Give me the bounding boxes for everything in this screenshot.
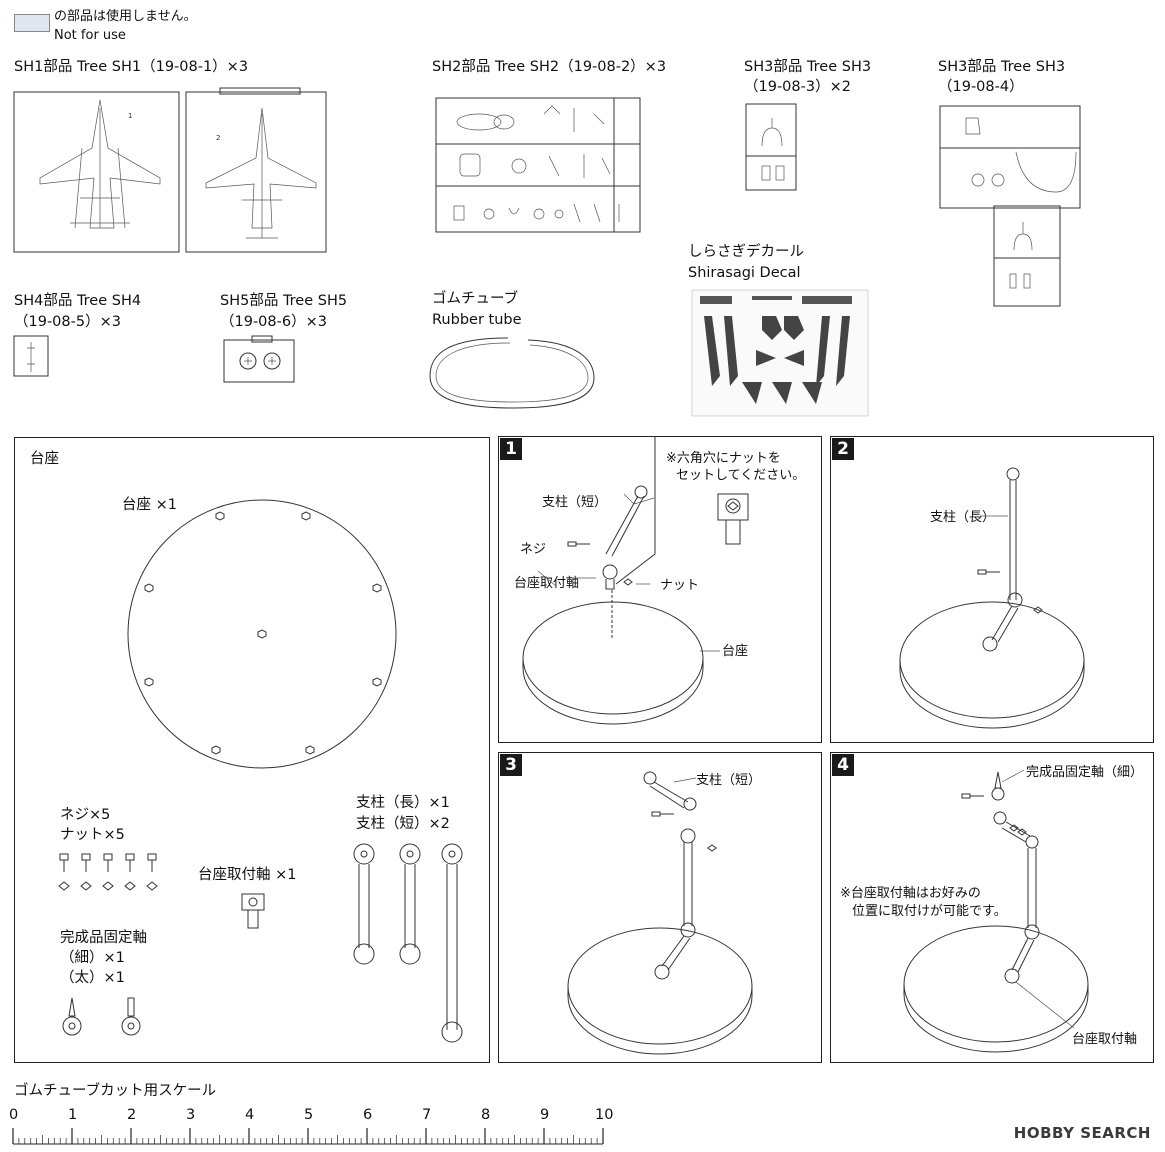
- base-parts-panel: [14, 437, 490, 1063]
- fix-shafts-drawing: [62, 997, 141, 1036]
- step-3-number: 3: [500, 754, 522, 776]
- scale-tick-label-8: 8: [481, 1107, 491, 1123]
- step-3-assembly: [567, 771, 753, 1055]
- step-2-number: 2: [832, 438, 854, 460]
- fix-thick-label: （太）×1: [60, 970, 125, 986]
- scale-tick-label-7: 7: [422, 1107, 432, 1123]
- decal-label-en: Shirasagi Decal: [688, 265, 801, 281]
- step-2-panel: [830, 436, 1154, 743]
- screws-nuts-drawing: [58, 853, 158, 891]
- not-for-use-swatch: [14, 14, 50, 32]
- step-1-nut-closeup: [717, 493, 749, 545]
- base-label: 台座 ×1: [122, 497, 177, 513]
- pillars-drawing: [353, 843, 463, 1043]
- decal-sheet-drawing: [691, 289, 869, 417]
- pillar-long-label: 支柱（長）×1: [356, 795, 450, 811]
- sh3a-sprue-drawing: [745, 103, 797, 191]
- step-4-fix-label: 完成品固定軸（細）: [1026, 765, 1144, 780]
- scale-tick-label-6: 6: [363, 1107, 373, 1123]
- tree-sh4-label-1: SH4部品 Tree SH4: [14, 293, 142, 309]
- step-2-pillar-label: 支柱（長）: [930, 510, 996, 525]
- tree-sh3b-label-2: （19-08-4）: [938, 79, 1024, 95]
- sh1-sprue-drawing: 1 2: [13, 87, 327, 253]
- scale-tick-label-10: 10: [595, 1107, 614, 1123]
- pillar-short-label: 支柱（短）×2: [356, 816, 450, 832]
- scale-tick-label-9: 9: [540, 1107, 550, 1123]
- scale-tick-label-4: 4: [245, 1107, 255, 1123]
- step-4-mount-label: 台座取付軸: [1072, 1032, 1138, 1047]
- step-1-panel: [498, 436, 822, 743]
- scale-tick-label-3: 3: [186, 1107, 196, 1123]
- step-1-note-2: セットしてください。: [676, 468, 806, 483]
- sh3b-sprue-drawing: [939, 105, 1081, 307]
- tree-sh2-label: SH2部品 Tree SH2（19-08-2）×3: [432, 59, 667, 75]
- svg-text:1: 1: [128, 112, 132, 120]
- fix-shaft-label: 完成品固定軸: [60, 930, 147, 946]
- mount-drawing: [241, 893, 265, 929]
- svg-text:2: 2: [216, 134, 220, 142]
- scale-tick-label-1: 1: [68, 1107, 78, 1123]
- tree-sh3b-label-1: SH3部品 Tree SH3: [938, 59, 1066, 75]
- step-1-nut-label: ナット: [660, 578, 700, 593]
- tree-sh3a-label-1: SH3部品 Tree SH3: [744, 59, 872, 75]
- tube-label-jp: ゴムチューブ: [432, 291, 519, 307]
- mount-label: 台座取付軸 ×1: [198, 867, 297, 883]
- base-panel-title: 台座: [30, 451, 59, 467]
- screws-label: ネジ×5: [60, 807, 111, 823]
- step-4-note-2: 位置に取付けが可能です。: [852, 904, 1007, 919]
- scale-tick-label-0: 0: [9, 1107, 19, 1123]
- step-1-base-label: 台座: [722, 644, 749, 659]
- tree-sh4-label-2: （19-08-5）×3: [14, 314, 121, 330]
- step-1-mount-label: 台座取付軸: [514, 576, 580, 591]
- decal-label-jp: しらさぎデカール: [688, 244, 804, 260]
- step-3-panel: [498, 752, 822, 1063]
- step-2-assembly: [899, 467, 1085, 729]
- step-4-note-1: ※台座取付軸はお好みの: [840, 886, 981, 901]
- rubber-tube-drawing: [429, 337, 595, 409]
- legend-jp: の部品は使用しません。: [54, 9, 197, 24]
- step-4-panel: [830, 752, 1154, 1063]
- scale-title: ゴムチューブカット用スケール: [14, 1083, 217, 1099]
- step-1-pillar-label: 支柱（短）: [542, 495, 608, 510]
- scale-ruler: [12, 1128, 604, 1145]
- sh4-sprue-drawing: [13, 335, 49, 377]
- scale-tick-label-5: 5: [304, 1107, 314, 1123]
- sh2-sprue-drawing: [435, 97, 641, 233]
- scale-tick-label-2: 2: [127, 1107, 137, 1123]
- legend-en: Not for use: [54, 28, 126, 43]
- step-3-pillar-label: 支柱（短）: [696, 773, 762, 788]
- step-1-assembly: [522, 485, 720, 725]
- step-4-number: 4: [832, 754, 854, 776]
- base-disc-drawing: [127, 499, 397, 769]
- tube-label-en: Rubber tube: [432, 312, 522, 328]
- step-1-screw-label: ネジ: [520, 542, 547, 557]
- tree-sh5-label-1: SH5部品 Tree SH5: [220, 293, 348, 309]
- step-4-assembly: [903, 769, 1089, 1053]
- fix-thin-label: （細）×1: [60, 950, 125, 966]
- step-1-number: 1: [500, 438, 522, 460]
- sh5-sprue-drawing: [223, 335, 295, 383]
- watermark: HOBBY SEARCH: [1013, 1124, 1151, 1142]
- tree-sh3a-label-2: （19-08-3）×2: [744, 79, 851, 95]
- tree-sh1-label: SH1部品 Tree SH1（19-08-1）×3: [14, 59, 249, 75]
- nuts-label: ナット×5: [60, 827, 125, 843]
- step-1-note-1: ※六角穴にナットを: [666, 451, 781, 466]
- tree-sh5-label-2: （19-08-6）×3: [220, 314, 327, 330]
